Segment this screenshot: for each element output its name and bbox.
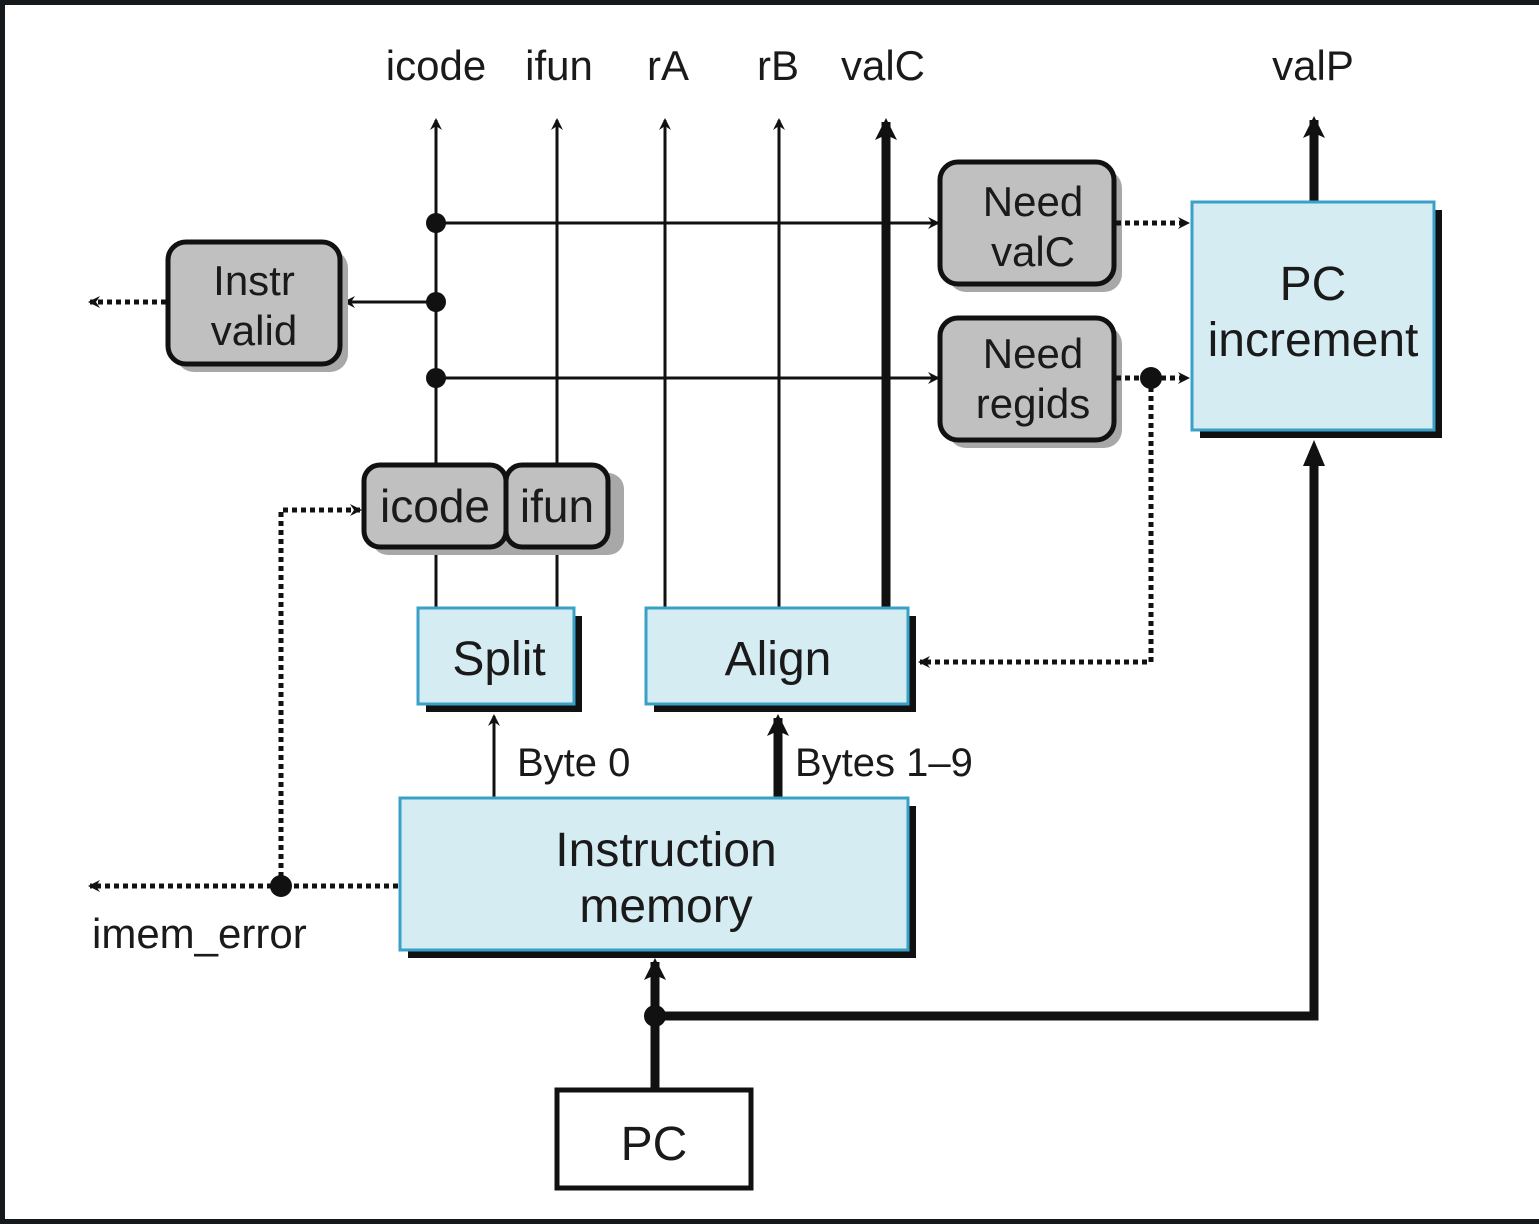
need-regids-label-1: Need: [983, 330, 1083, 377]
pc-register: PC: [554, 1087, 754, 1191]
wire-need-regids-to-align: [918, 378, 1154, 668]
need-regids-block: Need regids: [937, 315, 1122, 448]
output-label-rB: rB: [757, 42, 799, 89]
output-label-valC: valC: [841, 42, 925, 89]
pc-label: PC: [621, 1118, 688, 1171]
pc-increment-label-1: PC: [1280, 258, 1347, 311]
imem-error-label: imem_error: [92, 910, 307, 957]
instr-valid-block: Instr valid: [165, 239, 348, 372]
diagram-canvas: icode ifun rA rB valC valP Instr valid N…: [5, 5, 1539, 1219]
bytes-1-9-label: Bytes 1–9: [795, 741, 973, 785]
instruction-memory-label-1: Instruction: [555, 824, 776, 877]
output-label-icode: icode: [386, 42, 486, 89]
ifun-register: [503, 462, 611, 550]
byte0-label: Byte 0: [517, 741, 630, 785]
need-valC-label-1: Need: [983, 178, 1083, 225]
fetch-stage-diagram: icode ifun rA rB valC valP Instr valid N…: [88, 42, 1442, 1191]
split-block: Split: [416, 606, 582, 712]
output-label-ifun: ifun: [525, 42, 593, 89]
pc-increment-label-2: increment: [1208, 314, 1419, 367]
instr-valid-label-2: valid: [211, 307, 297, 354]
instruction-memory-label-2: memory: [579, 880, 752, 933]
icode-ifun-registers: icode ifun: [361, 462, 624, 555]
icode-register-label: icode: [380, 480, 490, 532]
instr-valid-label-1: Instr: [213, 257, 295, 304]
junction-dot: [426, 213, 446, 233]
wire-pc-to-increment: [655, 450, 1319, 1021]
output-label-valP: valP: [1272, 42, 1354, 89]
junction-dot: [426, 292, 446, 312]
output-label-rA: rA: [647, 42, 689, 89]
need-regids-label-2: regids: [976, 380, 1090, 427]
need-valC-block: Need valC: [937, 159, 1122, 292]
arrowhead-pc-increment-in: [1303, 440, 1325, 466]
need-valC-label-2: valC: [991, 228, 1075, 275]
pc-increment-block: PC increment: [1190, 200, 1442, 438]
instruction-memory-block: Instruction memory: [398, 796, 916, 958]
junction-dot: [644, 1005, 666, 1027]
ifun-register-label: ifun: [520, 480, 594, 532]
wire-imem-error-to-icode: [278, 504, 362, 886]
align-block: Align: [644, 606, 916, 712]
align-label: Align: [725, 633, 832, 686]
split-label: Split: [452, 633, 545, 686]
junction-dot: [426, 368, 446, 388]
